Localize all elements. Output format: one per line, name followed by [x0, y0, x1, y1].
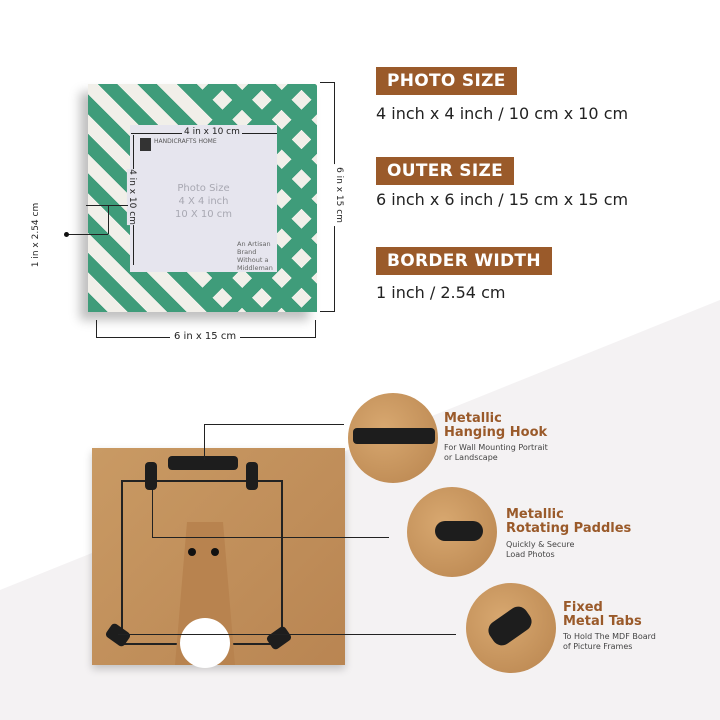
artisan-line: An Artisan: [237, 240, 271, 248]
hanging-hook-closeup: [348, 393, 438, 483]
artisan-text: An Artisan Brand Without a Middleman: [237, 240, 273, 272]
photo-text-line: 4 X 4 inch: [178, 196, 229, 207]
photo-size-label: PHOTO SIZE: [376, 67, 517, 95]
artisan-line: Brand: [237, 248, 257, 256]
hanging-hook: [168, 456, 238, 470]
rotating-paddle: [145, 462, 157, 490]
border-dimension: 1 in x 2.54 cm: [31, 202, 42, 268]
rotating-paddle-closeup: [407, 487, 497, 577]
inner-width-dimension: 4 in x 10 cm: [182, 127, 242, 137]
photo-text-line: 10 X 10 cm: [174, 209, 233, 220]
brand-logo: HANDICRAFTS HOME: [140, 138, 217, 151]
metal-tab-closeup: [466, 583, 556, 673]
artisan-line: Without a: [237, 256, 269, 264]
outer-width-dimension: 6 in x 15 cm: [170, 331, 241, 342]
outer-size-value: 6 inch x 6 inch / 15 cm x 15 cm: [376, 190, 629, 209]
photo-size-text: Photo Size 4 X 4 inch 10 X 10 cm: [130, 182, 277, 221]
rotating-paddle: [246, 462, 258, 490]
photo-area: [130, 125, 277, 272]
artisan-line: Middleman: [237, 264, 273, 272]
outer-size-label: OUTER SIZE: [376, 157, 514, 185]
brand-sticker: [180, 618, 230, 668]
border-width-label: BORDER WIDTH: [376, 247, 552, 275]
border-width-value: 1 inch / 2.54 cm: [376, 283, 506, 302]
outer-height-dimension: 6 in x 15 cm: [333, 164, 344, 226]
inner-height-dimension: 4 in x 10 cm: [126, 169, 137, 225]
photo-size-value: 4 inch x 4 inch / 10 cm x 10 cm: [376, 104, 629, 123]
photo-text-line: Photo Size: [177, 183, 230, 194]
